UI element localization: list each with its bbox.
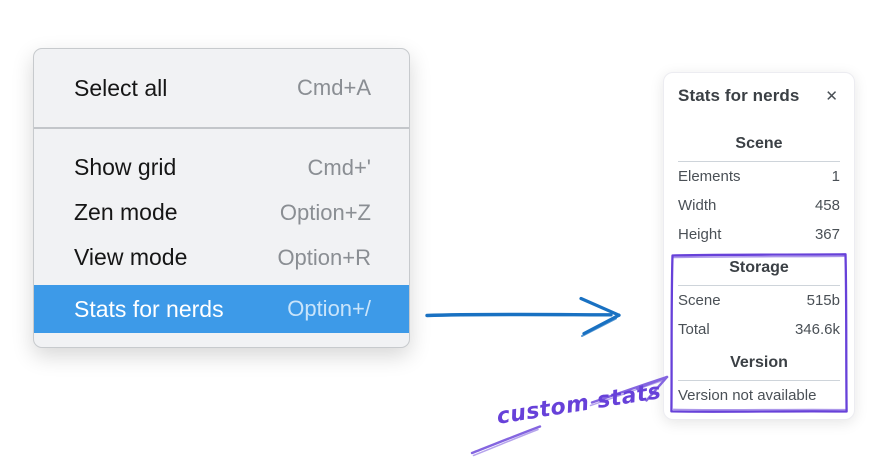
context-menu: Select all Cmd+A Show grid Cmd+' Zen mod… [33, 48, 410, 348]
section-title-scene: Scene [735, 135, 783, 152]
menu-item-label: View mode [74, 244, 188, 270]
annotation-label[interactable]: custom stats [495, 379, 664, 430]
annotation-arrow-drawing[interactable] [440, 368, 680, 461]
menu-item-shortcut: Cmd+A [297, 75, 371, 100]
menu-item-zen-mode[interactable]: Zen mode Option+Z [34, 190, 409, 235]
section-divider [678, 380, 840, 381]
stats-panel-header: Stats for nerds ✕ [678, 83, 840, 109]
section-divider [678, 285, 840, 286]
menu-item-label: Zen mode [74, 199, 178, 225]
section-title-version: Version [730, 354, 788, 371]
menu-item-stats-for-nerds[interactable]: Stats for nerds Option+/ [34, 285, 409, 333]
stat-label: Elements [678, 168, 741, 185]
menu-item-select-all[interactable]: Select all Cmd+A [34, 63, 409, 113]
stats-panel: Stats for nerds ✕ Scene Elements 1 Width… [663, 72, 855, 420]
stat-label: Total [678, 321, 710, 338]
stat-row-elements: Elements 1 [678, 162, 840, 191]
menu-section-top: Select all Cmd+A [34, 49, 409, 127]
menu-item-shortcut: Cmd+' [307, 154, 372, 180]
menu-item-shortcut: Option+/ [287, 296, 371, 321]
stat-label: Height [678, 226, 722, 243]
menu-item-shortcut: Option+Z [279, 199, 371, 225]
menu-item-view-mode[interactable]: View mode Option+R [34, 235, 409, 280]
stats-panel-title: Stats for nerds [678, 86, 800, 105]
stat-value: 1 [831, 168, 840, 185]
menu-item-show-grid[interactable]: Show grid Cmd+' [34, 145, 409, 190]
menu-divider [34, 127, 409, 129]
stat-value: 346.6k [794, 321, 840, 338]
highlight-box-drawing[interactable] [662, 246, 856, 420]
section-title-storage: Storage [729, 259, 789, 276]
pointer-arrow-drawing[interactable] [418, 292, 633, 340]
close-icon[interactable]: ✕ [825, 87, 838, 105]
stat-value: 458 [814, 197, 840, 214]
stat-label: Scene [678, 292, 721, 309]
stat-row-total-storage: Total 346.6k [678, 315, 840, 344]
menu-section-bottom: Show grid Cmd+' Zen mode Option+Z View m… [34, 129, 409, 347]
stat-row-scene-storage: Scene 515b [678, 286, 840, 315]
menu-item-shortcut: Option+R [277, 244, 371, 270]
stat-value: 367 [814, 226, 840, 243]
menu-item-label: Show grid [74, 154, 177, 180]
stat-label: Width [678, 197, 717, 214]
section-divider [678, 161, 840, 162]
stat-row-height: Height 367 [678, 220, 840, 249]
menu-item-label: Select all [74, 74, 168, 101]
menu-item-label: Stats for nerds [74, 295, 224, 322]
stat-value: 515b [806, 292, 840, 309]
stat-row-width: Width 458 [678, 191, 840, 220]
version-note: Version not available [678, 387, 817, 404]
